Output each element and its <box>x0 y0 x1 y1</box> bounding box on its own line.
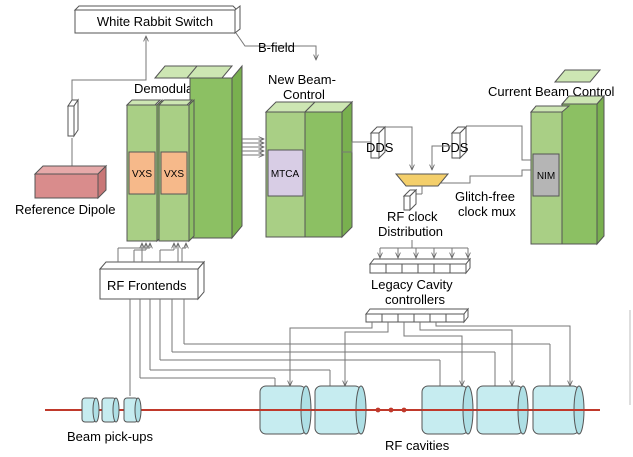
new-beam-control-label-2: Control <box>283 87 325 102</box>
dds-wires <box>342 125 531 184</box>
legacy-cavity-label-2: controllers <box>385 292 445 307</box>
dds-2-label: DDS <box>441 140 469 155</box>
rf-frontends <box>98 260 206 301</box>
vxs-module-2-label: VXS <box>164 169 184 180</box>
current-beam-control-label: Current Beam Control <box>488 84 615 99</box>
dipole-to-switch-wire <box>71 36 146 166</box>
rf-clock-label-2: Distribution <box>378 224 443 239</box>
rf-cavities-label: RF cavities <box>385 438 450 453</box>
clock-fanout-wires <box>380 240 468 258</box>
legacy-cavity-controllers-top <box>368 257 472 275</box>
rf-clock-label-1: RF clock <box>387 209 438 224</box>
dds-2 <box>450 125 468 160</box>
new-beam-control-label-1: New Beam- <box>268 72 336 87</box>
beam-pickups-label: Beam pick-ups <box>67 429 153 444</box>
legacy-cavity-controllers-bottom <box>364 307 470 324</box>
rf-clock-distribution-block <box>402 188 418 212</box>
dds-1-label: DDS <box>366 140 394 155</box>
b-field-wire <box>235 32 316 60</box>
glitch-free-label-1: Glitch-free <box>455 189 515 204</box>
white-rabbit-switch: White Rabbit Switch <box>73 4 241 35</box>
legacy-cavity-label-1: Legacy Cavity <box>371 277 453 292</box>
vxs-module-1: VXS <box>128 151 156 195</box>
beam-pickup-3 <box>123 397 142 423</box>
white-rabbit-switch-label: White Rabbit Switch <box>97 14 213 29</box>
beam-pickup-1 <box>81 397 100 423</box>
nim-module-label: NIM <box>537 171 555 182</box>
mtca-module: MTCA <box>267 149 304 197</box>
frontends-to-demod-wires <box>117 243 186 262</box>
mtca-module-label: MTCA <box>271 169 300 180</box>
reference-dipole <box>33 164 108 200</box>
demod-to-mtca-bus <box>242 139 264 155</box>
nim-module: NIM <box>532 153 560 197</box>
reference-dipole-label: Reference Dipole <box>15 202 115 217</box>
rf-frontends-label: RF Frontends <box>107 278 187 293</box>
vxs-module-1-label: VXS <box>132 169 152 180</box>
b-field-label: B-field <box>258 40 295 55</box>
ellipsis-dots <box>375 407 407 413</box>
cavity-signal-wires <box>129 299 551 396</box>
beam-pickup-2 <box>101 397 120 423</box>
dds-1 <box>369 125 387 160</box>
legacy-to-cavity-wires <box>290 322 570 386</box>
vxs-module-2: VXS <box>160 151 188 195</box>
glitch-free-clock-mux <box>394 173 450 187</box>
glitch-free-label-2: clock mux <box>458 204 516 219</box>
dipole-interface-element <box>67 98 79 138</box>
